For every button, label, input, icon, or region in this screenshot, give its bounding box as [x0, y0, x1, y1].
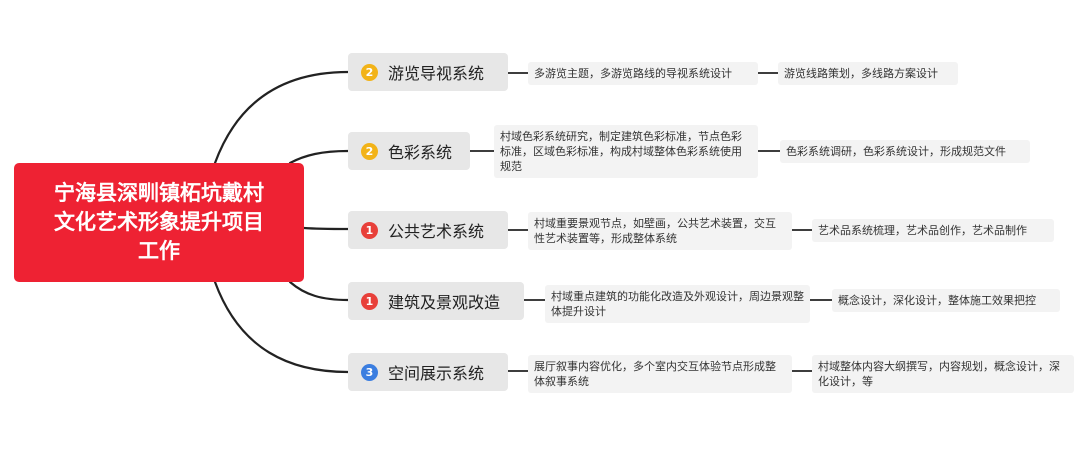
output-text: 艺术品系统梳理，艺术品创作，艺术品制作 [818, 224, 1027, 237]
branch-node[interactable]: 1 公共艺术系统 [348, 211, 508, 249]
output-note[interactable]: 色彩系统调研，色彩系统设计，形成规范文件 [780, 140, 1030, 163]
branch-node[interactable]: 2 游览导视系统 [348, 53, 508, 91]
priority-2-icon: 2 [361, 142, 378, 160]
detail-note[interactable]: 多游览主题，多游览路线的导视系统设计 [528, 62, 758, 85]
branch-label: 游览导视系统 [388, 64, 485, 83]
output-note[interactable]: 游览线路策划，多线路方案设计 [778, 62, 958, 85]
branch-label: 空间展示系统 [388, 364, 485, 383]
connector-curve-2 [288, 149, 350, 165]
branch-node[interactable]: 3 空间展示系统 [348, 353, 508, 391]
output-note[interactable]: 村域整体内容大纲撰写，内容规划，概念设计，深化设计，等 [812, 355, 1074, 393]
priority-2-icon: 2 [361, 63, 378, 81]
priority-1-icon: 1 [361, 221, 378, 239]
branch-label: 色彩系统 [388, 143, 453, 162]
branch-label: 公共艺术系统 [388, 222, 485, 241]
detail-text: 村域重要景观节点，如壁画，公共艺术装置，交互性艺术装置等，形成整体系统 [534, 217, 776, 245]
detail-note[interactable]: 村域重要景观节点，如壁画，公共艺术装置，交互性艺术装置等，形成整体系统 [528, 212, 792, 250]
output-text: 游览线路策划，多线路方案设计 [784, 67, 938, 80]
output-note[interactable]: 艺术品系统梳理，艺术品创作，艺术品制作 [812, 219, 1054, 242]
root-title: 宁海县深甽镇柘坑戴村 文化艺术形象提升项目 工作 [54, 181, 264, 263]
detail-text: 村域色彩系统研究，制定建筑色彩标准，节点色彩标准，区域色彩标准，构成村域整体色彩… [500, 130, 742, 173]
root-node[interactable]: 宁海县深甽镇柘坑戴村 文化艺术形象提升项目 工作 [14, 163, 304, 282]
detail-note[interactable]: 村域色彩系统研究，制定建筑色彩标准，节点色彩标准，区域色彩标准，构成村域整体色彩… [494, 125, 758, 178]
detail-text: 村域重点建筑的功能化改造及外观设计，周边景观整体提升设计 [551, 290, 804, 318]
connector-curve-1 [213, 70, 350, 165]
detail-note[interactable]: 村域重点建筑的功能化改造及外观设计，周边景观整体提升设计 [545, 285, 810, 323]
branch-node[interactable]: 2 色彩系统 [348, 132, 470, 170]
detail-note[interactable]: 展厅叙事内容优化，多个室内交互体验节点形成整体叙事系统 [528, 355, 792, 393]
output-text: 色彩系统调研，色彩系统设计，形成规范文件 [786, 145, 1006, 158]
branch-node[interactable]: 1 建筑及景观改造 [348, 282, 524, 320]
branch-label: 建筑及景观改造 [388, 293, 501, 312]
output-note[interactable]: 概念设计，深化设计，整体施工效果把控 [832, 289, 1060, 312]
connector-curve-3 [302, 226, 350, 231]
priority-1-icon: 1 [361, 292, 378, 310]
connector-curve-4 [288, 280, 350, 302]
output-text: 村域整体内容大纲撰写，内容规划，概念设计，深化设计，等 [818, 360, 1060, 388]
detail-text: 多游览主题，多游览路线的导视系统设计 [534, 67, 732, 80]
output-text: 概念设计，深化设计，整体施工效果把控 [838, 294, 1036, 307]
priority-3-icon: 3 [361, 363, 378, 381]
detail-text: 展厅叙事内容优化，多个室内交互体验节点形成整体叙事系统 [534, 360, 776, 388]
connector-curve-5 [213, 280, 350, 374]
